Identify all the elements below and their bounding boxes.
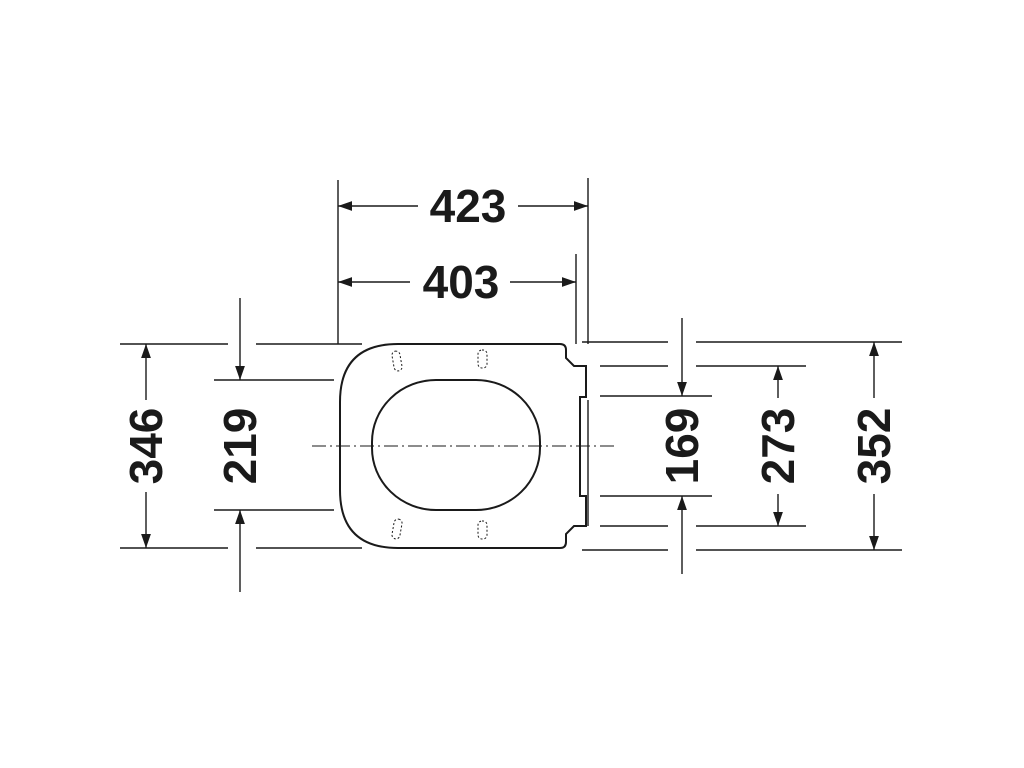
dimension-left-outer: 346: [120, 344, 172, 548]
dimension-label-219: 219: [214, 408, 266, 485]
seat-outer-contour: [339, 343, 587, 549]
dimension-label-352: 352: [848, 408, 900, 485]
seat-outline: [312, 343, 614, 549]
dimension-top-outer: 423: [338, 180, 588, 232]
dimension-right-outer: 352: [848, 342, 900, 550]
dimension-label-169: 169: [656, 408, 708, 485]
dimension-label-346: 346: [120, 408, 172, 485]
buffer-pad-bottom-left: [391, 518, 403, 540]
dimension-label-423: 423: [430, 180, 507, 232]
dimension-right-middle: 273: [752, 366, 804, 526]
dimension-left-inner: 219: [214, 298, 266, 592]
buffer-pad-bottom-right: [477, 520, 488, 540]
dimension-label-403: 403: [423, 256, 500, 308]
buffer-pad-top-left: [391, 350, 403, 372]
buffer-pad-top-right: [477, 349, 488, 369]
seat-opening: [371, 379, 541, 511]
dimension-top-inner: 403: [338, 256, 576, 308]
extension-lines: [120, 178, 902, 551]
dimension-label-273: 273: [752, 408, 804, 485]
dimension-right-inner: 169: [656, 318, 708, 574]
